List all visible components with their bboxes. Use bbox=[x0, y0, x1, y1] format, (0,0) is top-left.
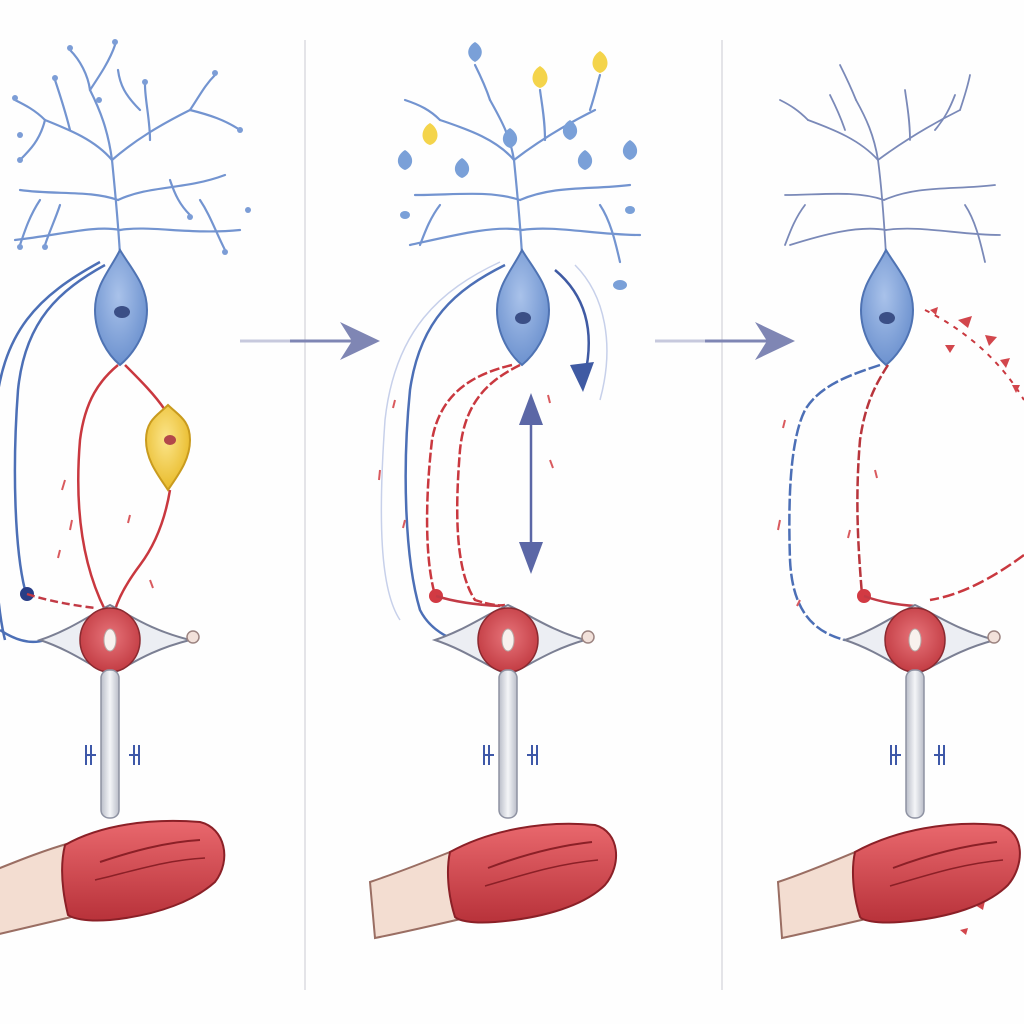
afferent-fiber-blue-outer bbox=[380, 261, 501, 621]
efferent-fiber-red-1 bbox=[856, 364, 890, 596]
double-arrow-icon bbox=[519, 393, 543, 574]
efferent-fiber-red-2 bbox=[124, 364, 167, 411]
efferent-broken-top bbox=[924, 309, 1024, 401]
efferent-fiber-red-1 bbox=[77, 364, 119, 611]
muscle-icon bbox=[0, 819, 226, 935]
muscle-icon bbox=[776, 822, 1021, 940]
spinal-junction-icon bbox=[36, 603, 200, 819]
muscle-icon bbox=[368, 822, 618, 940]
panel-3 bbox=[776, 64, 1024, 940]
spinal-junction-icon bbox=[841, 603, 1001, 819]
stem-tick-marks bbox=[85, 745, 140, 765]
dendrite-tree-icon bbox=[13, 43, 242, 257]
spinal-junction-icon bbox=[431, 603, 595, 819]
dendrite-tree-icon bbox=[779, 64, 1001, 263]
efferent-fiber-red-1 bbox=[425, 363, 513, 596]
node-to-spinal bbox=[435, 594, 501, 608]
efferent-fiber-red-2 bbox=[455, 363, 521, 607]
afferent-to-spinal bbox=[26, 592, 96, 610]
neuron-soma-icon bbox=[93, 247, 149, 367]
efferent-broken-loop bbox=[929, 553, 1024, 602]
signal-dashes bbox=[57, 479, 154, 589]
neuron-soma-icon bbox=[859, 247, 915, 367]
transition-arrow-2-icon bbox=[655, 322, 795, 360]
node-to-spinal bbox=[863, 594, 916, 608]
afferent-fiber-blue bbox=[404, 263, 506, 647]
stem-tick-marks bbox=[890, 745, 945, 765]
neuron-soma-icon bbox=[495, 247, 551, 367]
interneuron-icon bbox=[144, 403, 192, 492]
afferent-fiber-blue bbox=[13, 263, 106, 591]
signal-dashes bbox=[378, 394, 554, 529]
transition-arrow-1-icon bbox=[240, 322, 380, 360]
curved-arrow-icon bbox=[554, 264, 608, 401]
vesicles-icon bbox=[397, 42, 638, 290]
afferent-fiber-blue-outer bbox=[0, 260, 101, 641]
signal-dashes bbox=[777, 419, 878, 607]
panel-1 bbox=[0, 39, 251, 935]
panel-2 bbox=[368, 42, 642, 940]
dendrite-tree-icon bbox=[403, 63, 642, 264]
stem-tick-marks bbox=[483, 745, 538, 765]
efferent-fiber-red-3 bbox=[113, 489, 172, 611]
afferent-fiber-blue bbox=[788, 363, 881, 642]
dendrite-dots bbox=[12, 39, 251, 255]
